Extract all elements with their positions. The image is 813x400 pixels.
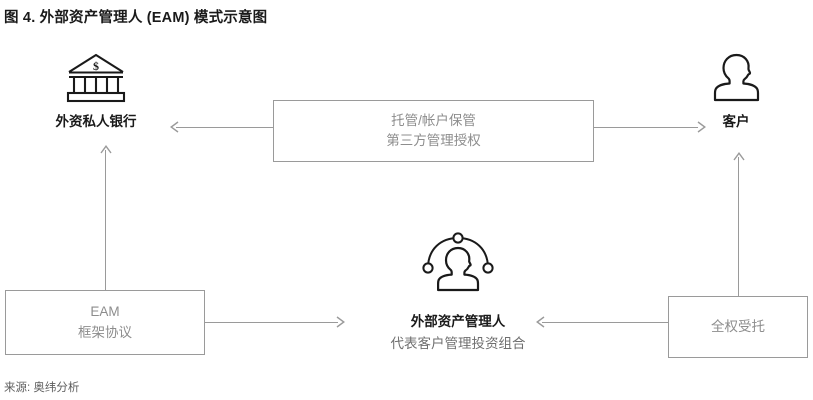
mandate-box: 全权受托 [668, 296, 808, 358]
connector-custody-to-client-arrowhead [697, 121, 706, 133]
node-client-label: 客户 [722, 114, 750, 129]
connector-mandate-to-eammanager-arrowhead [536, 316, 545, 328]
connector-mandate-to-client-line [737, 157, 739, 297]
eam-agreement-box-line2: 框架协议 [78, 324, 132, 340]
node-foreign-private-bank: $ 外资私人银行 [22, 52, 170, 130]
custody-box-line2: 第三方管理授权 [386, 133, 481, 148]
node-eam-manager: 外部资产管理人 代表客户管理投资组合 [348, 232, 568, 352]
node-client: 客户 [680, 52, 792, 130]
svg-text:$: $ [93, 59, 99, 73]
eam-agreement-box: EAM 框架协议 [5, 290, 205, 355]
custody-box-line1: 托管/帐户保管 [391, 112, 476, 128]
figure-title: 图 4. 外部资产管理人 (EAM) 模式示意图 [4, 10, 268, 26]
node-foreign-private-bank-label: 外资私人银行 [55, 114, 137, 129]
person-icon [713, 53, 760, 102]
bank-icon: $ [66, 53, 126, 103]
connector-eamagreement-to-eammanager-line [205, 321, 338, 323]
custody-box: 托管/帐户保管 第三方管理授权 [273, 100, 594, 162]
connector-mandate-to-eammanager-line [542, 321, 668, 323]
connector-eamagreement-to-eammanager-arrowhead [336, 316, 345, 328]
network-person-icon [422, 232, 494, 292]
connector-eamagreement-to-bank-arrowhead [100, 145, 112, 154]
eam-agreement-box-line1: EAM [90, 304, 120, 320]
connector-custody-to-bank-line [176, 126, 273, 128]
connector-mandate-to-client-arrowhead [733, 152, 745, 161]
mandate-box-line1: 全权受托 [711, 318, 765, 334]
connector-custody-to-bank-arrowhead [170, 121, 179, 133]
node-eam-manager-label: 外部资产管理人 [410, 314, 506, 329]
connector-custody-to-client-line [594, 126, 698, 128]
figure-source: 来源: 奥纬分析 [4, 382, 80, 394]
node-eam-manager-sublabel: 代表客户管理投资组合 [390, 336, 526, 351]
connector-eamagreement-to-bank-line [104, 150, 106, 291]
